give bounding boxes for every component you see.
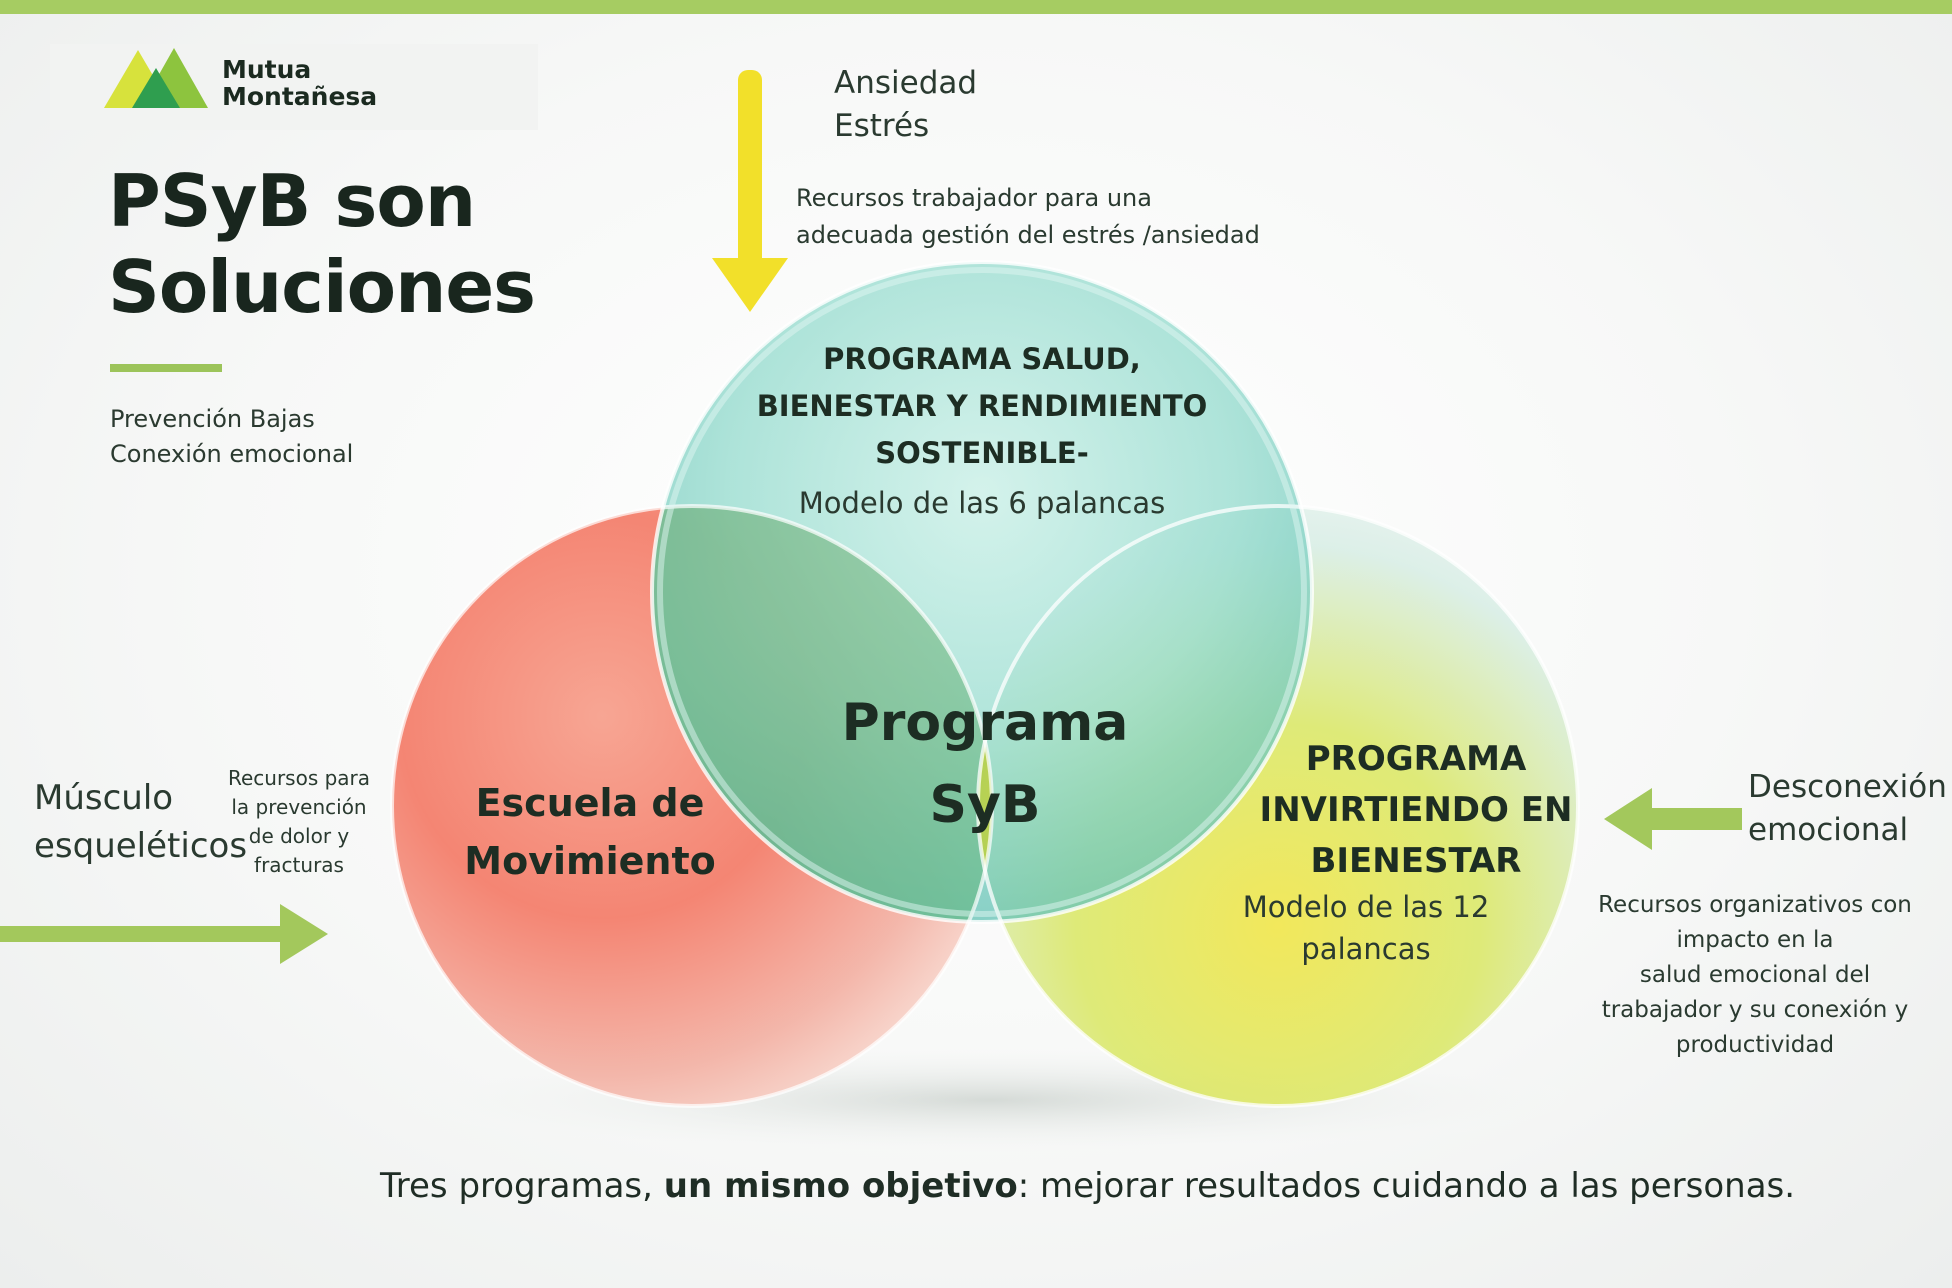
arrow-down-icon (712, 70, 788, 312)
left-circle-title: Escuela de Movimiento (464, 781, 716, 883)
right-input-description: Recursos organizativos con impacto en la… (1598, 892, 1912, 1058)
arrow-left-icon (1604, 788, 1742, 850)
rim-invirtiendo (976, 504, 1580, 1108)
rim-escuela (390, 504, 994, 1108)
left-input-labels: Músculo esqueléticos (34, 778, 248, 866)
right-circle-subtitle: Modelo de las 12 palancas (1242, 890, 1490, 966)
page-title: PSyB son Soluciones (108, 159, 536, 329)
right-circle-title: PROGRAMA INVIRTIENDO EN BIENESTAR (1259, 739, 1573, 881)
top-circle-title: PROGRAMA SALUD, BIENESTAR Y RENDIMIENTO … (756, 342, 1208, 470)
mountain-logo-icon (104, 48, 208, 108)
right-input-labels: Desconexión emocional (1748, 769, 1947, 848)
left-input-description: Recursos para la prevención de dolor y f… (227, 766, 371, 877)
top-circle-subtitle: Modelo de las 6 palancas (798, 486, 1166, 520)
brand-name: Mutua Montañesa (222, 55, 378, 111)
circle-programa-salud (652, 262, 1312, 922)
highlight-programa-salud (657, 267, 1307, 917)
footer-emphasis: un mismo objetivo (663, 1166, 1018, 1206)
footer-tagline: Tres programas, un mismo objetivo: mejor… (380, 1166, 1796, 1206)
top-accent-bar (0, 0, 1952, 14)
arrow-right-icon (0, 904, 328, 964)
rim-programa-salud (650, 260, 1314, 924)
title-underline (110, 364, 222, 372)
top-input-description: Recursos trabajador para una adecuada ge… (796, 184, 1260, 249)
top-input-labels: Ansiedad Estrés (834, 65, 978, 144)
subtitle: Prevención Bajas Conexión emocional (110, 405, 354, 468)
center-title: Programa SyB (841, 693, 1129, 835)
